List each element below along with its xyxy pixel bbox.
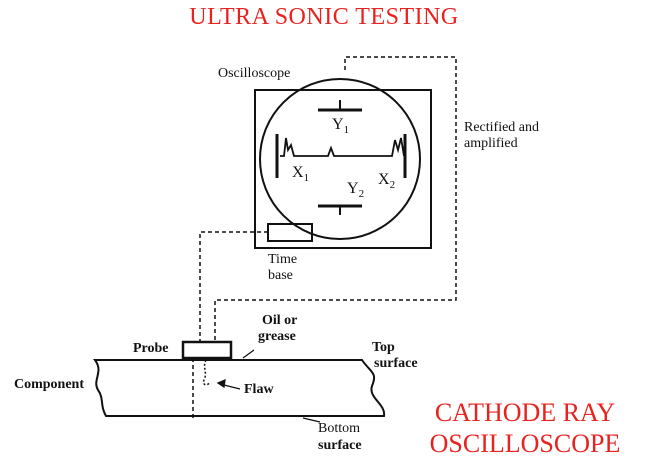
caption-line2: OSCILLOSCOPE bbox=[429, 429, 621, 458]
oil-leader bbox=[242, 349, 255, 359]
oil-label-line1: Oil or bbox=[262, 313, 298, 328]
top-surface-label-line2: surface bbox=[374, 356, 418, 371]
rectified-label-line1: Rectified and bbox=[464, 120, 540, 135]
oscilloscope-housing bbox=[254, 89, 432, 249]
bottom-surface-label-line2: surface bbox=[318, 438, 362, 453]
time-base-box bbox=[267, 223, 313, 242]
time-base-label-line1: Time bbox=[268, 252, 298, 267]
component-label: Component bbox=[14, 377, 85, 392]
bottom-leader bbox=[302, 417, 321, 423]
time-base-label-line2: base bbox=[268, 268, 293, 283]
component-block bbox=[93, 359, 386, 417]
time-base-signal-path bbox=[199, 231, 268, 342]
oil-label-line2: grease bbox=[258, 329, 296, 344]
probe-transducer bbox=[181, 340, 233, 360]
rectified-label-line2: amplified bbox=[464, 136, 518, 151]
page-title: ULTRA SONIC TESTING bbox=[189, 4, 459, 30]
bottom-surface-label-line1: Bottom bbox=[318, 421, 361, 436]
top-surface-label-line1: Top bbox=[372, 340, 395, 355]
x2-label: X2 bbox=[378, 171, 396, 192]
probe-label: Probe bbox=[133, 341, 169, 356]
crt-screen bbox=[259, 78, 421, 240]
caption-line1: CATHODE RAY bbox=[434, 398, 616, 427]
amplified-signal-path bbox=[214, 56, 457, 342]
x1-label: X1 bbox=[292, 164, 310, 185]
y1-label: Y1 bbox=[332, 116, 350, 137]
echo-trace bbox=[280, 137, 405, 157]
oscilloscope-label: Oscilloscope bbox=[218, 66, 291, 81]
flaw-crack bbox=[202, 359, 211, 386]
y2-label: Y2 bbox=[347, 180, 365, 201]
flaw-label: Flaw bbox=[244, 382, 274, 397]
